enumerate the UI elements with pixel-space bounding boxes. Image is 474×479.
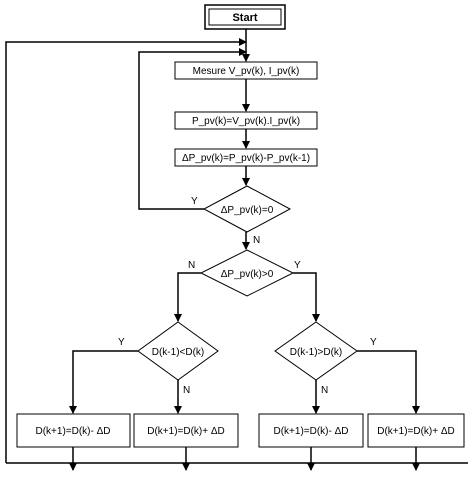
action-box-2: D(k+1)=D(k)+ ΔD bbox=[133, 413, 239, 448]
delta-label: ΔP_pv(k)=P_pv(k)-P_pv(k-1) bbox=[182, 153, 310, 164]
decision-zero: ΔP_pv(k)=0 bbox=[202, 185, 292, 233]
decision-left-label: D(k-1)<D(k) bbox=[152, 347, 205, 358]
label-right-no: N bbox=[321, 385, 328, 396]
action-box-4: D(k+1)=D(k)+ ΔD bbox=[367, 413, 465, 448]
measure-label: Mesure V_pv(k), I_pv(k) bbox=[193, 66, 300, 77]
branch-labels: Y N N Y Y N N Y bbox=[118, 196, 377, 396]
label-positive-no: N bbox=[188, 260, 195, 271]
action-box-1: D(k+1)=D(k)- ΔD bbox=[16, 413, 131, 448]
branch-right-yes bbox=[357, 350, 420, 414]
loop-outer bbox=[5, 38, 247, 463]
branch-left-yes bbox=[69, 350, 138, 414]
decision-positive-label: ΔP_pv(k)>0 bbox=[221, 269, 274, 280]
decision-right-label: D(k-1)>D(k) bbox=[290, 347, 343, 358]
action-box-2-label: D(k+1)=D(k)+ ΔD bbox=[147, 426, 225, 437]
action-box-3-label: D(k+1)=D(k)- ΔD bbox=[273, 426, 348, 437]
branch-yes-right bbox=[293, 272, 320, 322]
label-positive-yes: Y bbox=[294, 260, 301, 271]
loop-inner bbox=[138, 48, 247, 210]
label-left-yes: Y bbox=[118, 337, 125, 348]
label-zero-yes: Y bbox=[191, 196, 198, 207]
decision-left: D(k-1)<D(k) bbox=[137, 321, 219, 381]
decision-positive: ΔP_pv(k)>0 bbox=[199, 249, 295, 297]
label-right-yes: Y bbox=[370, 337, 377, 348]
start-node: Start bbox=[204, 4, 286, 30]
label-zero-no: N bbox=[253, 235, 260, 246]
measure-node: Mesure V_pv(k), I_pv(k) bbox=[174, 61, 318, 80]
connectors bbox=[5, 29, 468, 471]
start-label: Start bbox=[232, 12, 257, 24]
branch-no-left bbox=[174, 272, 201, 322]
decision-zero-label: ΔP_pv(k)=0 bbox=[221, 205, 274, 216]
power-node: P_pv(k)=V_pv(k).I_pv(k) bbox=[174, 111, 318, 130]
label-left-no: N bbox=[183, 385, 190, 396]
power-label: P_pv(k)=V_pv(k).I_pv(k) bbox=[192, 116, 300, 127]
decision-right: D(k-1)>D(k) bbox=[274, 321, 358, 381]
action-box-3: D(k+1)=D(k)- ΔD bbox=[258, 413, 364, 448]
action-box-4-label: D(k+1)=D(k)+ ΔD bbox=[377, 426, 455, 437]
action-box-1-label: D(k+1)=D(k)- ΔD bbox=[35, 426, 110, 437]
delta-node: ΔP_pv(k)=P_pv(k)-P_pv(k-1) bbox=[174, 148, 318, 167]
